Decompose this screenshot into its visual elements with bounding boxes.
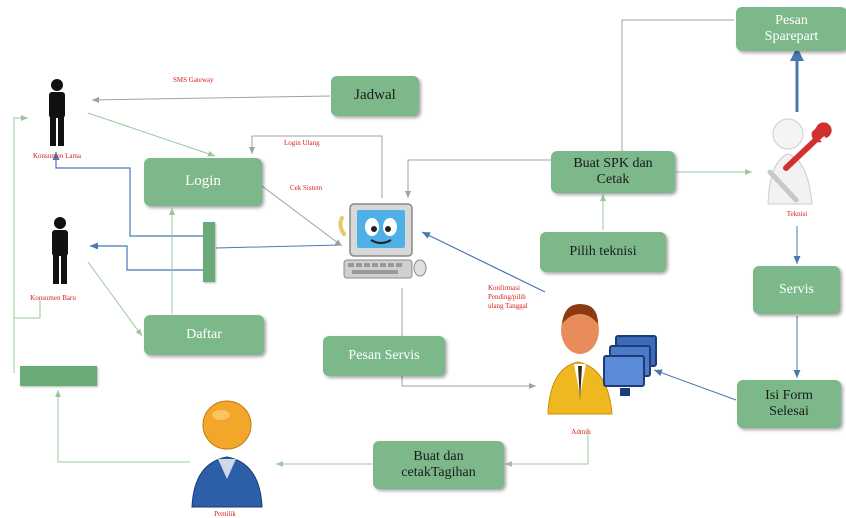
box-pesan-sparepart: Pesan Sparepart [736, 7, 846, 51]
actor-label-admin: Admin [571, 428, 591, 436]
arrow-computer-to-admin [401, 288, 536, 389]
admin-user-computer-icon [547, 304, 657, 415]
box-pesan-servis: Pesan Servis [323, 336, 445, 376]
computer-mascot-icon [338, 203, 427, 279]
arrow-login-ulang [249, 135, 383, 198]
box-buat-spk: Buat SPK dan Cetak [551, 151, 675, 193]
actor-label-konsumen-lama: Konsumen Lama [32, 152, 81, 160]
label-sms-gateway: SMS Gateway [173, 76, 214, 84]
arrow-form-to-admin [653, 369, 737, 401]
arrow-blue-to-konsumen-lama [52, 152, 210, 237]
arrow-konsumen-baru-to-daftar [87, 261, 143, 337]
box-servis: Servis [753, 266, 840, 314]
arrow-bar-to-konsumen-lama [13, 115, 28, 373]
actor-label-pemilik: Pemilik [214, 510, 236, 518]
label-login-ulang: Login Ulang [284, 139, 320, 147]
actor-label-teknisi: Teknisi [786, 210, 808, 218]
technician-wrench-icon [767, 118, 832, 205]
label-konfirmasi: Konfirmasi Pending/pilih ulang Tanggal [488, 284, 528, 310]
box-isi-form: Isi Form Selesai [737, 380, 841, 428]
arrow-jadwal-to-konsumen-lama [91, 95, 331, 103]
arrow-login-to-computer [261, 185, 343, 247]
box-daftar: Daftar [144, 315, 264, 355]
box-jadwal: Jadwal [331, 76, 419, 116]
box-buat-tagihan: Buat dan cetakTagihan [373, 441, 504, 489]
arrow-computer-to-bar [215, 244, 341, 249]
label-cek-sistem: Cek Sistem [290, 184, 323, 192]
sync-bar-vertical [203, 222, 215, 282]
box-login: Login [144, 158, 262, 206]
box-pilih-teknisi: Pilih teknisi [540, 232, 666, 272]
person-icon [52, 217, 68, 284]
arrow-bar-to-konsumen-baru [14, 300, 41, 319]
actor-label-konsumen-baru: Konsumen Baru [30, 294, 76, 302]
arrow-konsumen-lama-to-login [87, 112, 216, 157]
arrow-admin-to-tagihan [505, 428, 589, 467]
arrow-blue-to-konsumen-baru [90, 242, 206, 271]
owner-user-icon [191, 400, 263, 508]
arrow-pemilik-to-bar [55, 390, 190, 463]
sync-bar-horizontal [20, 366, 97, 386]
arrow-admin-to-computer [421, 231, 546, 293]
person-icon [49, 79, 65, 146]
